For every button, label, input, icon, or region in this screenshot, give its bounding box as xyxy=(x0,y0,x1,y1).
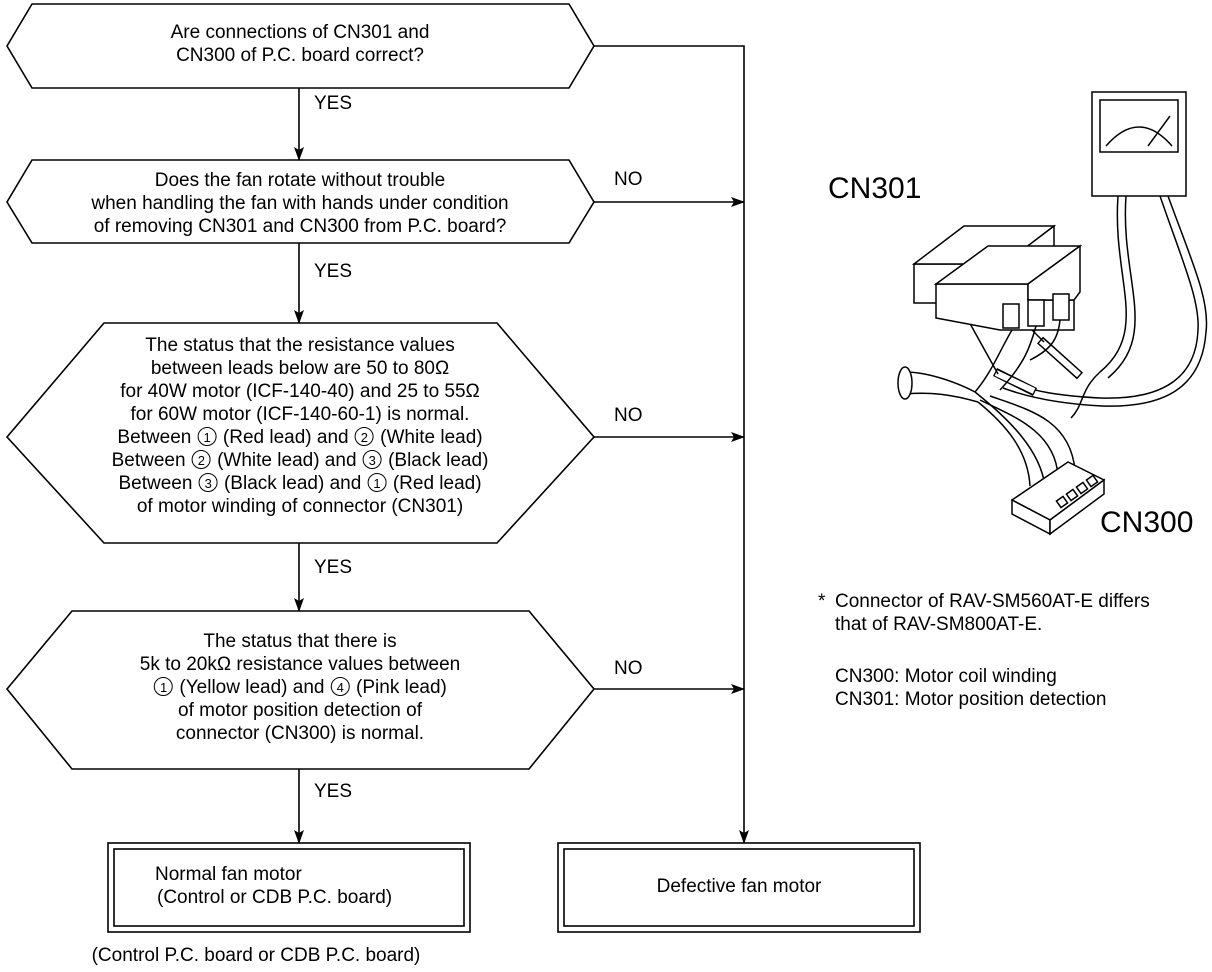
pair-color: (Yellow lead) and xyxy=(179,677,325,698)
circled-number: 2 xyxy=(191,450,211,469)
decision-3-line: between leads below are 50 to 80Ω xyxy=(150,358,450,379)
normal-result-line: Normal fan motor xyxy=(155,864,302,885)
no-label: NO xyxy=(614,169,643,190)
pair-color: (Pink lead) xyxy=(356,677,447,698)
pair-prefix: Between xyxy=(117,427,192,448)
defective-result-text: Defective fan motor xyxy=(656,876,822,897)
connector-illustration xyxy=(897,91,1208,536)
pair-color: (Black lead) xyxy=(388,450,489,471)
pair-color: (Red lead) and xyxy=(222,427,349,448)
circled-number: 1 xyxy=(154,677,174,696)
defective-box-inner xyxy=(563,848,915,927)
cn301-label: CN301 xyxy=(828,172,922,205)
decision-3-line: The status that the resistance values xyxy=(145,335,455,356)
decision-1-line: Are connections of CN301 and xyxy=(170,22,430,43)
yes-label: YES xyxy=(314,557,353,578)
decision-3-shape xyxy=(5,322,596,544)
note-cn301: CN301: Motor position detection xyxy=(835,689,1107,710)
decision-2-shape xyxy=(6,159,595,244)
lead-pair-row: Between 3 (Black lead) and 1 (Red lead) xyxy=(112,472,489,495)
circled-number: 2 xyxy=(354,427,374,446)
no-label: NO xyxy=(614,658,643,679)
circled-number: 4 xyxy=(330,677,350,696)
normal-box-inner xyxy=(113,848,465,927)
decision-4-text: The status that there is 5k to 20kΩ resi… xyxy=(140,630,461,745)
circled-number: 1 xyxy=(367,473,387,492)
pair-prefix: Between xyxy=(118,473,193,494)
normal-box-outer xyxy=(107,842,471,933)
pair-color: (White lead) xyxy=(380,427,483,448)
note-line-1: Connector of RAV-SM560AT-E differs xyxy=(835,591,1150,612)
lead-pair-row: Between 1 (Red lead) and 2 (White lead) xyxy=(112,426,489,449)
decision-3-line: for 40W motor (ICF-140-40) and 25 to 55Ω xyxy=(120,381,480,402)
decision-3-line: of motor winding of connector (CN301) xyxy=(136,496,464,517)
decision-4-line: connector (CN300) is normal. xyxy=(175,723,425,744)
lead-pair-row: 1 (Yellow lead) and 4 (Pink lead) xyxy=(140,676,461,699)
decision-2-line: when handling the fan with hands under c… xyxy=(91,193,509,214)
yes-label: YES xyxy=(314,781,353,802)
decision-2-text: Does the fan rotate without trouble when… xyxy=(91,169,508,238)
decision-1-shape xyxy=(6,3,595,89)
decision-4-shape xyxy=(5,610,596,770)
normal-result-text: Normal fan motor (Control or CDB P.C. bo… xyxy=(155,863,392,909)
no-connector-line xyxy=(594,45,749,844)
decision-1-text: Are connections of CN301 and CN300 of P.… xyxy=(171,21,430,67)
pair-color: (Red lead) xyxy=(392,473,482,494)
pair-prefix: Between xyxy=(111,450,186,471)
cn300-label: CN300 xyxy=(1100,506,1194,539)
note-cn300: CN300: Motor coil winding xyxy=(835,666,1057,687)
decision-2-line: of removing CN301 and CN300 from P.C. bo… xyxy=(93,216,507,237)
decision-3-text: The status that the resistance values be… xyxy=(112,334,489,518)
lead-pair-row: Between 2 (White lead) and 3 (Black lead… xyxy=(111,449,489,472)
normal-result-note: (Control P.C. board or CDB P.C. board) xyxy=(91,945,421,966)
decision-4-line: The status that there is xyxy=(203,631,397,652)
defective-box-outer xyxy=(557,842,921,933)
normal-result-line: (Control or CDB P.C. board) xyxy=(157,887,393,908)
circled-number: 3 xyxy=(362,450,382,469)
meter-face xyxy=(1099,99,1179,153)
yes-label: YES xyxy=(314,93,353,114)
pair-color: (Black lead) and xyxy=(223,473,362,494)
yes-label: YES xyxy=(314,261,353,282)
circled-number: 1 xyxy=(197,427,217,446)
note-asterisk: * xyxy=(818,591,826,612)
no-label: NO xyxy=(614,405,643,426)
decision-4-line: of motor position detection of xyxy=(178,700,422,721)
decision-2-line: Does the fan rotate without trouble xyxy=(154,170,446,191)
decision-3-line: for 60W motor (ICF-140-60-1) is normal. xyxy=(130,404,470,425)
decision-1-line: CN300 of P.C. board correct? xyxy=(176,45,424,66)
circled-number: 3 xyxy=(198,473,218,492)
note-line-2: that of RAV-SM800AT-E. xyxy=(835,614,1043,635)
decision-4-line: 5k to 20kΩ resistance values between xyxy=(139,654,461,675)
pair-color: (White lead) and xyxy=(217,450,357,471)
